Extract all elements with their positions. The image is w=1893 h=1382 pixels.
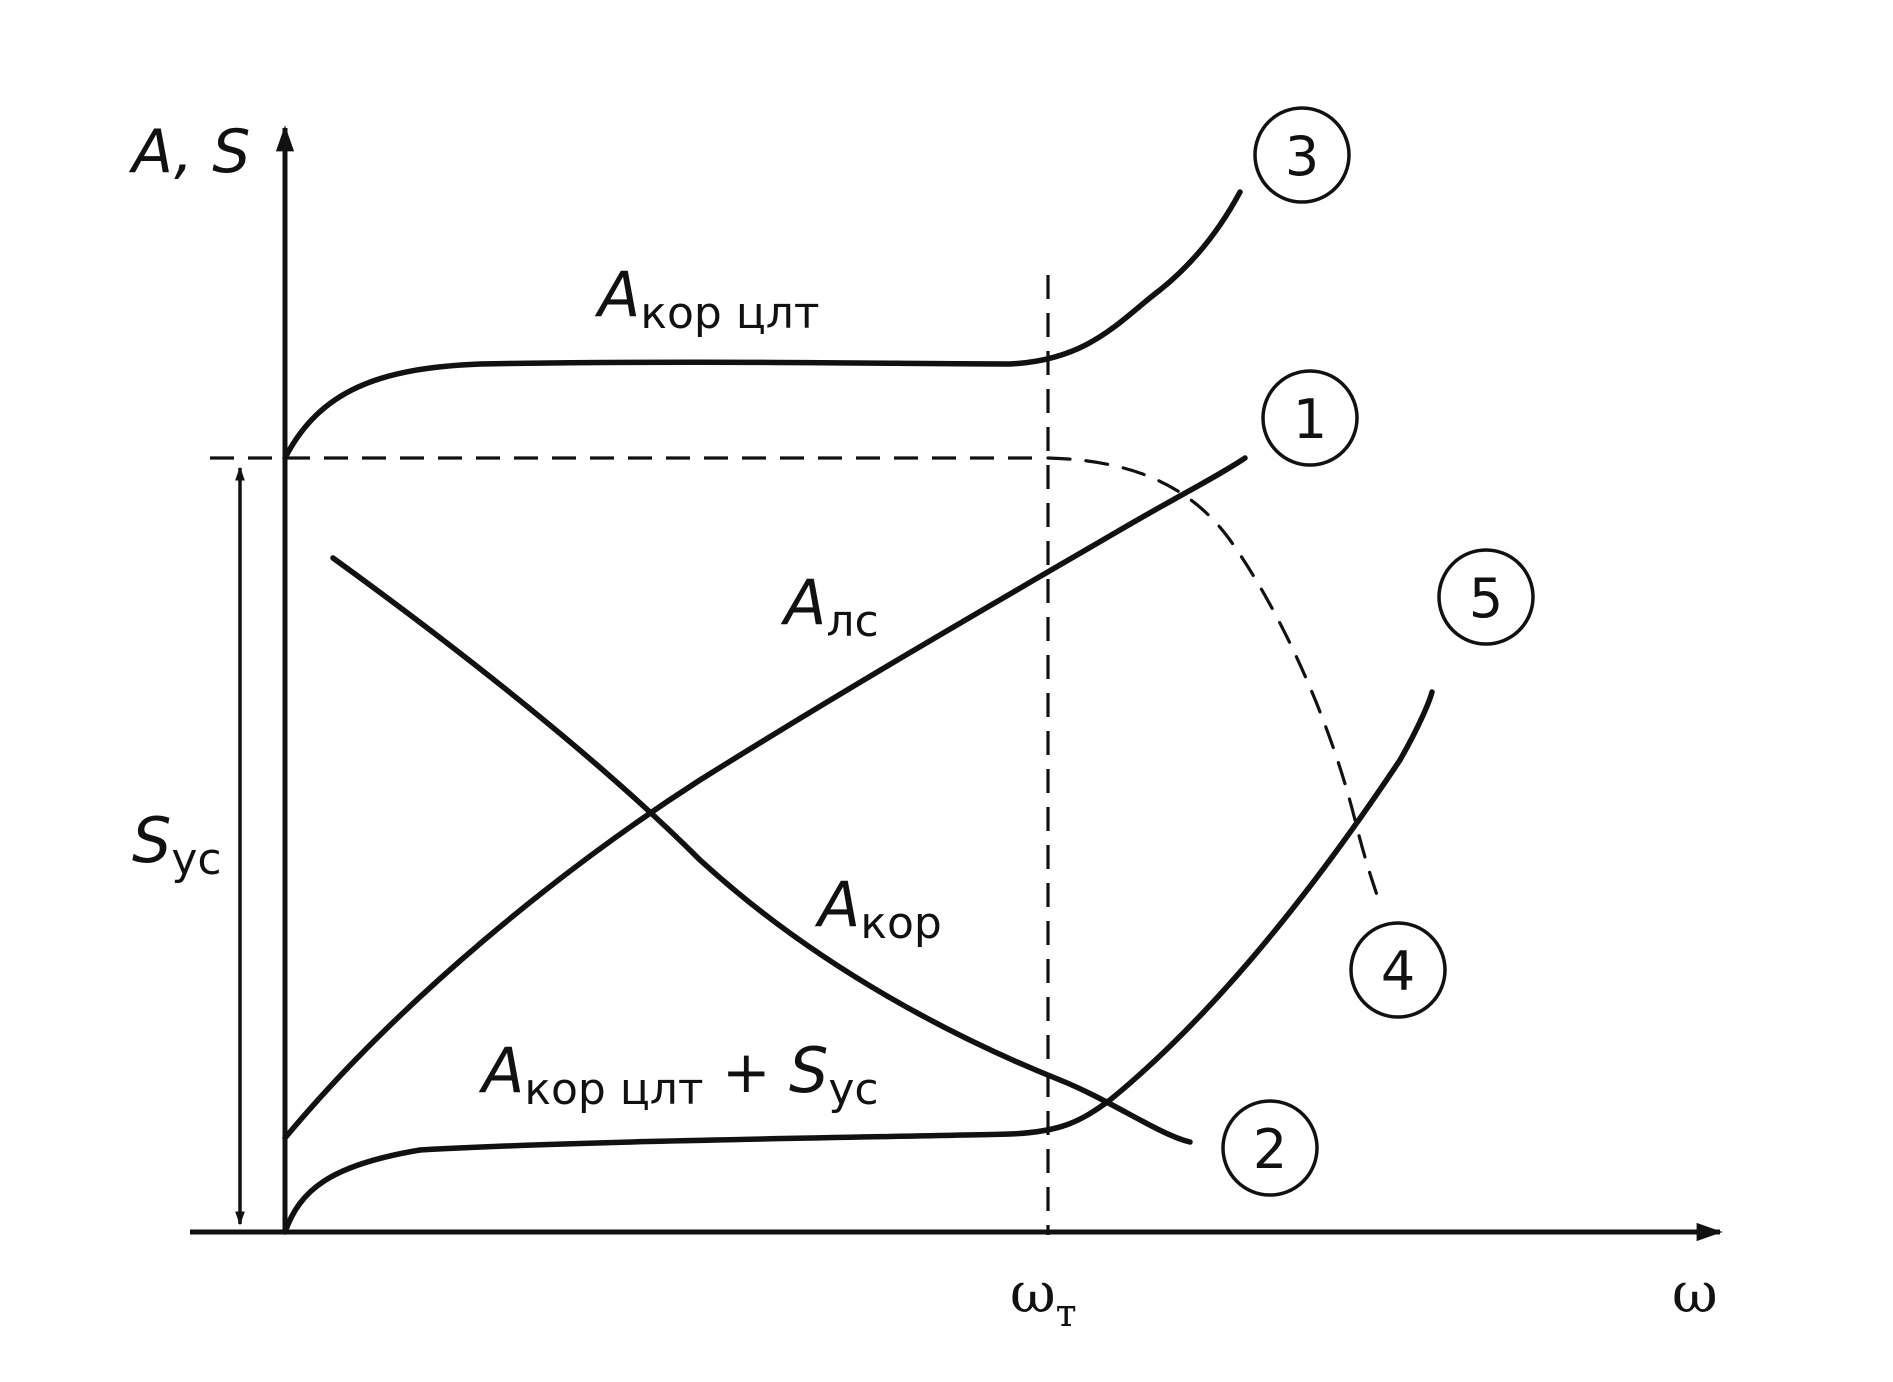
- label-a-kor-tslt-plus-s: Aкор цлт + Sус: [478, 1034, 879, 1115]
- curve-4: [1046, 456, 1380, 900]
- curve-3: [282, 189, 1243, 461]
- curve-number-2: 2: [1221, 1099, 1319, 1197]
- curve-number-3: 3: [1253, 106, 1351, 204]
- y-axis-label: A, S: [128, 117, 250, 187]
- curve-number-4: 4: [1349, 921, 1447, 1019]
- label-a-ls: Aлс: [780, 566, 879, 647]
- svg-text:3: 3: [1285, 125, 1319, 188]
- svg-text:5: 5: [1469, 567, 1503, 630]
- label-a-kor-tslt: Aкор цлт: [594, 258, 820, 339]
- curve-5: [282, 689, 1435, 1235]
- svg-text:4: 4: [1381, 940, 1415, 1003]
- curve-2: [330, 555, 1193, 1145]
- omega-t-tick-label: ωт: [1010, 1261, 1077, 1335]
- label-s-us: Sус: [132, 804, 222, 885]
- curve-1: [282, 455, 1248, 1141]
- svg-text:2: 2: [1253, 1118, 1287, 1181]
- svg-text:1: 1: [1293, 388, 1327, 451]
- curve-number-5: 5: [1437, 548, 1535, 646]
- curve-number-1: 1: [1261, 369, 1359, 467]
- x-axis-label: ω: [1672, 1261, 1718, 1326]
- label-a-kor: Aкор: [814, 868, 942, 949]
